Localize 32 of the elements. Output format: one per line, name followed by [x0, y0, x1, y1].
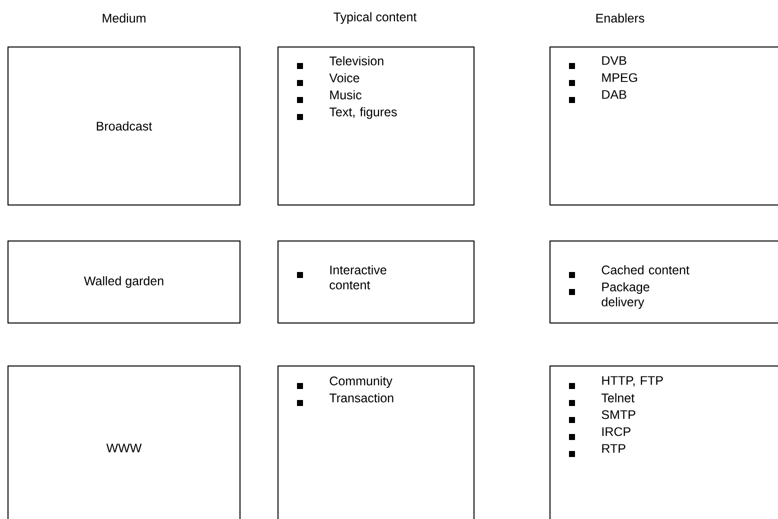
content-box [8, 366, 240, 519]
list-item: Interactive content [330, 265, 386, 290]
content-box [550, 240, 778, 324]
content-box [278, 240, 474, 324]
list-item: Package delivery [602, 282, 650, 309]
list-item: MPEG [602, 73, 638, 82]
content-box [550, 366, 778, 519]
list-item: Music [330, 90, 362, 100]
content-box [278, 46, 474, 206]
content-box [278, 366, 474, 519]
content-box [8, 46, 240, 206]
medium-label: WWW [106, 444, 142, 452]
column-heading: Typical content [334, 12, 417, 24]
column-heading: Enablers [596, 13, 644, 23]
list-item: Community [330, 376, 392, 388]
list-item: HTTP, FTP [602, 376, 663, 386]
list-item: SMTP [602, 410, 636, 420]
list-item: Cached content [602, 265, 690, 274]
medium-label: Broadcast [96, 121, 152, 131]
list-item: Text, figures [330, 107, 397, 119]
column-heading: Medium [102, 13, 146, 23]
list-item: Telnet [602, 393, 634, 402]
list-item: DVB [602, 56, 626, 65]
list-item: DAB [602, 90, 626, 99]
list-item: IRCP [602, 427, 630, 436]
medium-label: Walled garden [84, 276, 164, 288]
list-item: Television [330, 56, 384, 66]
list-item: RTP [602, 444, 626, 453]
list-item: Transaction [330, 393, 394, 402]
content-box [8, 240, 240, 324]
content-box [550, 46, 778, 206]
list-item: Voice [329, 73, 360, 82]
